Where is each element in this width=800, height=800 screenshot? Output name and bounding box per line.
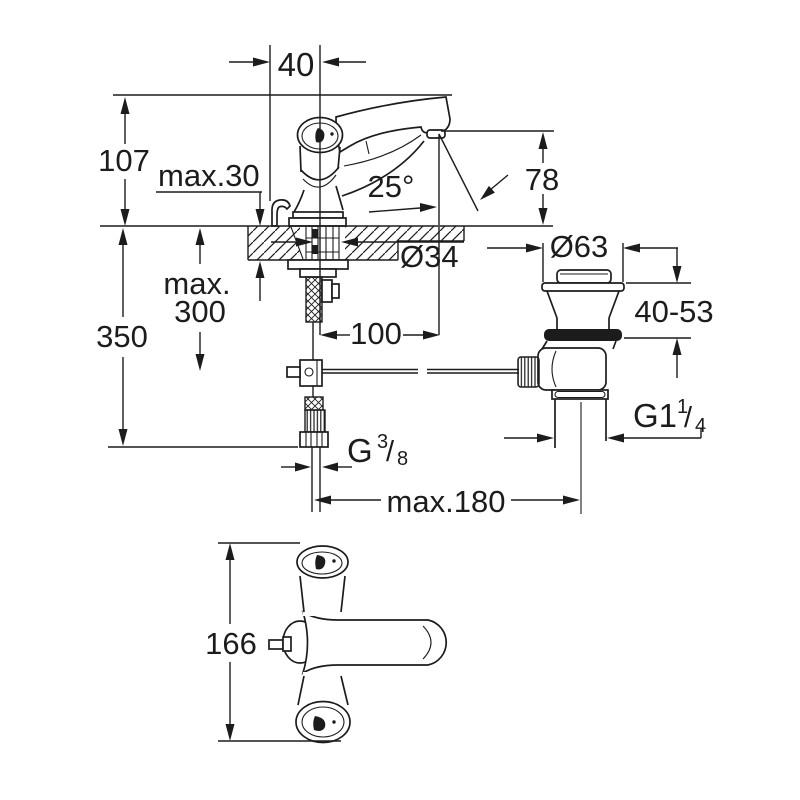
dimensions: 40 107 max.30 350 max. 300 78 25° Ø34 1 <box>96 46 714 519</box>
dim-clamp-range-label: 40-53 <box>634 294 713 329</box>
top-view-pin <box>268 639 284 650</box>
dim-rod-length-label-1: max. <box>163 266 230 301</box>
hose-union-nut <box>299 431 329 448</box>
dim-supply-thread-numerator: 3 <box>377 431 388 453</box>
popup-rod-hook <box>271 199 291 227</box>
waste-plug-cap <box>556 269 612 284</box>
base-plinth <box>292 211 344 219</box>
dim-height-label: 107 <box>98 143 150 178</box>
dim-top-width-label: 40 <box>278 46 315 83</box>
dim-spout-angle-label: 25° <box>368 169 415 204</box>
faucet-front-view <box>271 96 451 227</box>
pull-rod-cross-fitting <box>299 359 323 387</box>
popup-waste-assembly <box>517 269 625 514</box>
dim-waste-thread-slash: / <box>684 402 693 434</box>
faucet-top-view: 166 <box>205 542 448 744</box>
dim-max-reach-label: max.180 <box>387 484 506 519</box>
dim-hose-length-label: 350 <box>96 319 148 354</box>
waste-knurled-knob <box>517 356 540 388</box>
hose-connector <box>304 409 326 433</box>
waste-gasket <box>544 329 622 341</box>
dim-hole-diameter-label: Ø34 <box>400 239 459 274</box>
dim-waste-thread-denominator: 4 <box>695 415 706 437</box>
mounting-washer <box>287 259 349 270</box>
water-stream-line <box>438 133 479 212</box>
dim-rod-length-label-2: 300 <box>174 294 226 329</box>
dim-waste-thread-numerator: 1 <box>677 396 688 418</box>
dim-flange-diameter-label: Ø63 <box>550 229 609 264</box>
dim-overall-length-label: 166 <box>205 626 257 661</box>
dim-projection-label: 100 <box>350 316 402 351</box>
waste-slip-nut <box>551 389 609 400</box>
spout-lever-arm <box>335 96 451 154</box>
dim-supply-thread-denominator: 8 <box>397 448 408 470</box>
top-view-spout-arm <box>301 610 448 675</box>
mounting-shank-and-supply <box>286 226 349 512</box>
waste-valve-body <box>537 347 607 391</box>
mounting-nut <box>299 268 337 278</box>
dim-outlet-height-label: 78 <box>525 162 559 197</box>
reference-lines <box>100 45 554 448</box>
dim-deck-thickness-label: max.30 <box>158 158 260 193</box>
dim-waste-thread-label: G1 <box>633 397 677 434</box>
dim-supply-thread-slash: / <box>386 436 395 468</box>
dim-supply-thread-label: G <box>347 432 373 469</box>
waste-flange <box>541 282 625 292</box>
horizontal-pull-rod <box>322 368 519 374</box>
